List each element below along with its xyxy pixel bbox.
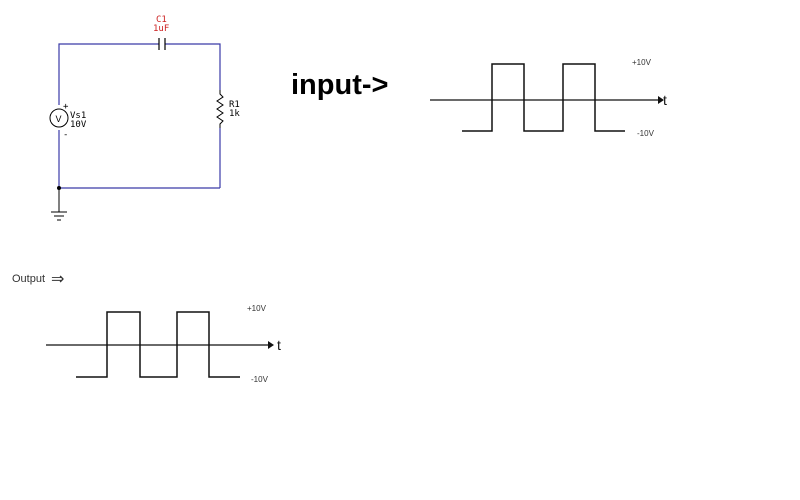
input-waveform: t +10V -10V — [430, 58, 667, 138]
voltage-source-name: Vs1 — [70, 111, 86, 121]
voltage-source-symbol — [49, 108, 69, 128]
input-label: input-> — [291, 69, 388, 101]
wire-top-right — [165, 43, 221, 90]
resistor-symbol — [216, 90, 224, 128]
output-arrow-icon: ⇒ — [51, 271, 64, 288]
resistor-name: R1 — [229, 100, 240, 110]
input-axis-label: t — [663, 92, 667, 108]
circuit-wires — [58, 43, 221, 189]
output-low-label: -10V — [251, 375, 269, 384]
resistor-value: 1k — [229, 109, 240, 119]
output-high-label: +10V — [247, 304, 267, 313]
voltage-source-minus: - — [63, 130, 68, 140]
wire-top-left — [58, 43, 159, 105]
circuit: C1 1uF R1 1k V + - Vs1 10V — [49, 15, 240, 221]
input-low-label: -10V — [637, 129, 655, 138]
capacitor-name: C1 — [156, 15, 167, 25]
output-square-wave — [76, 311, 240, 378]
output-waveform: t +10V -10V — [46, 304, 281, 384]
output-axis-label: t — [277, 337, 281, 353]
capacitor-value: 1uF — [153, 24, 169, 34]
voltage-source-letter: V — [56, 114, 62, 124]
voltage-source-value: 10V — [70, 120, 87, 130]
ground-symbol — [51, 188, 67, 221]
capacitor-symbol — [158, 38, 166, 50]
input-high-label: +10V — [632, 58, 652, 67]
input-axis-arrowhead — [658, 96, 664, 104]
output-label: Output — [12, 273, 45, 285]
input-square-wave — [462, 63, 625, 132]
voltage-source-plus: + — [63, 102, 69, 112]
output-axis-arrowhead — [268, 341, 274, 349]
